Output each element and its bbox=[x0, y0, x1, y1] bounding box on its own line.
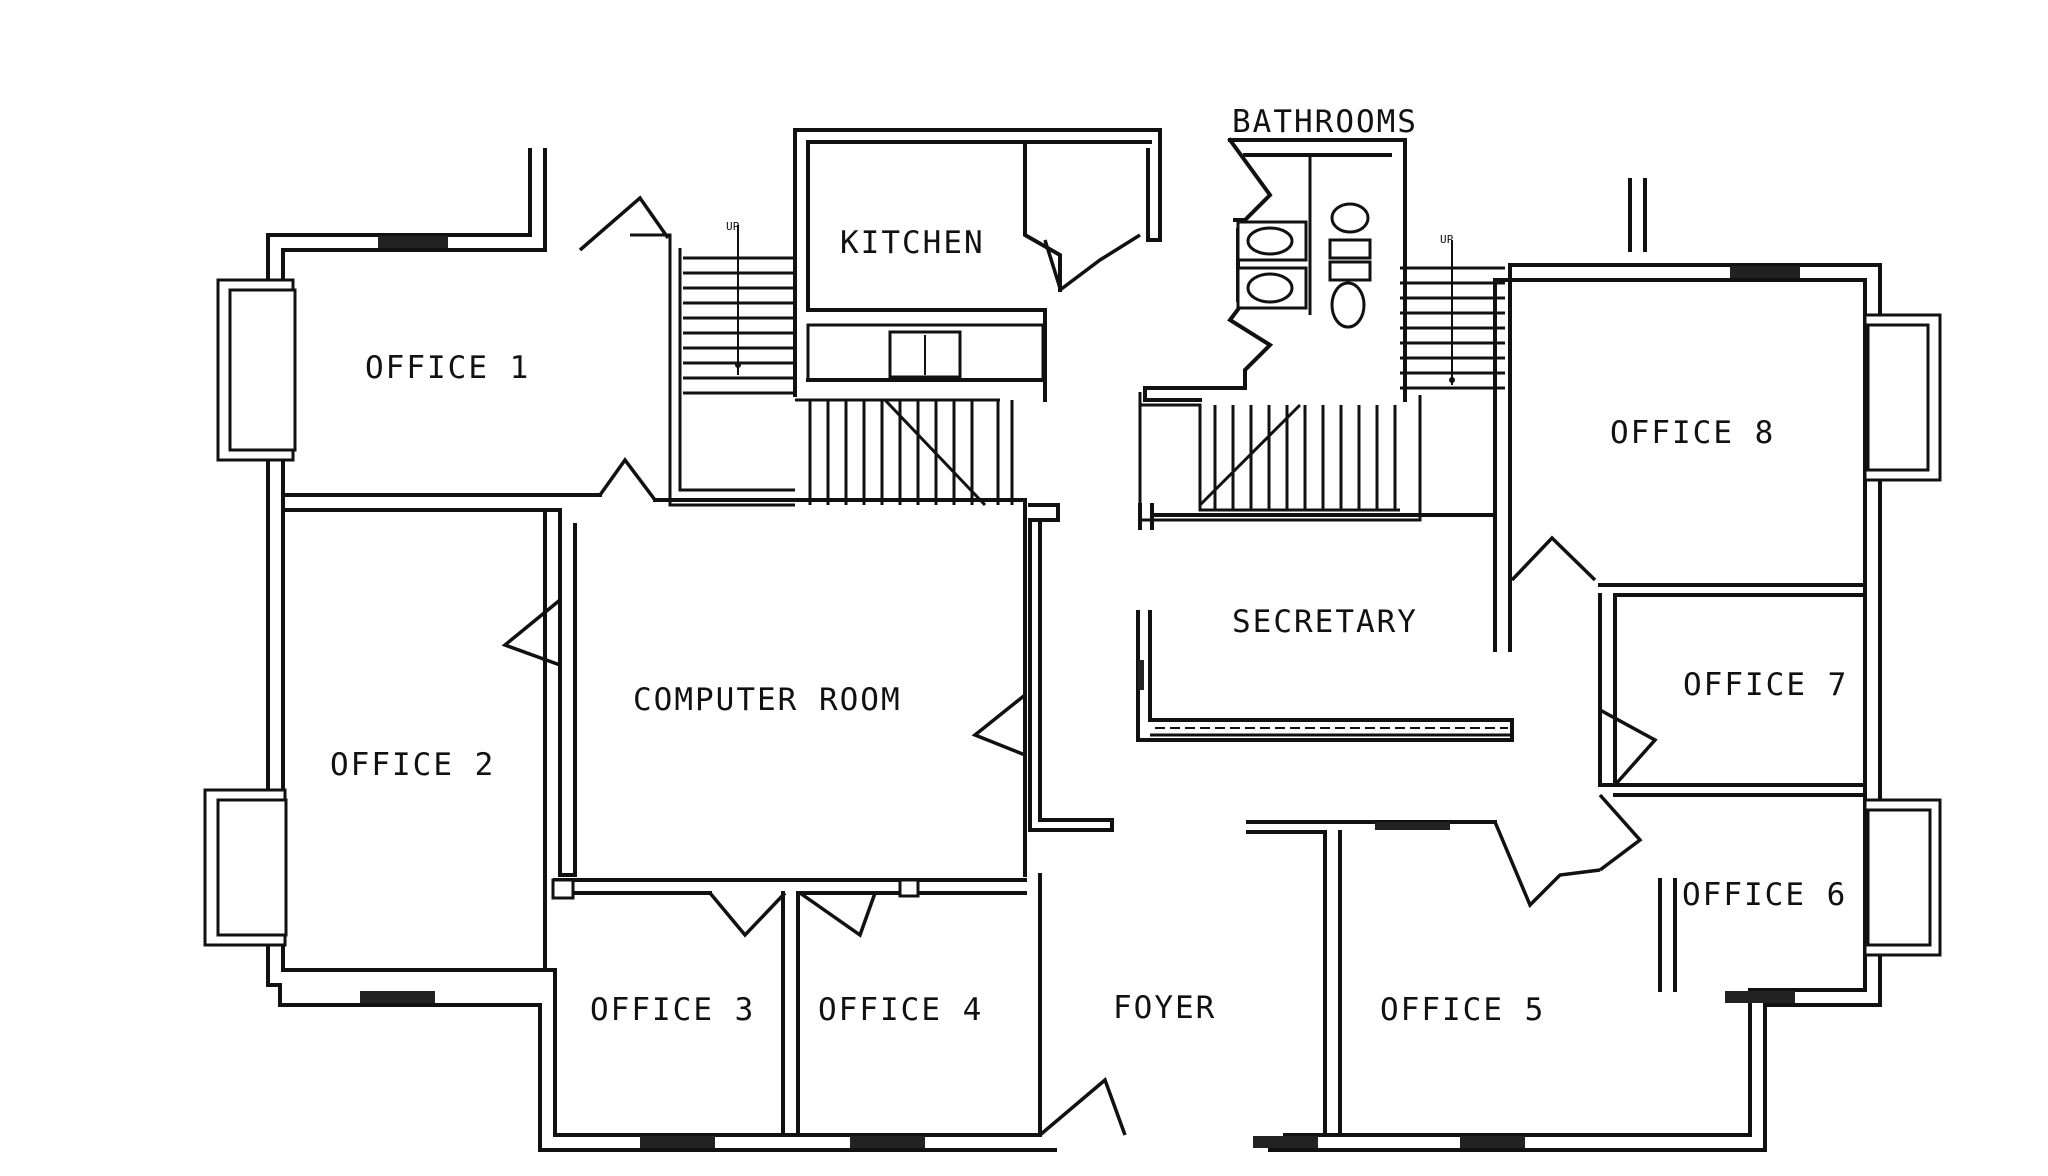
label-office-3: OFFICE 3 bbox=[590, 992, 755, 1028]
doors bbox=[501, 195, 1658, 1137]
label-bathrooms: BATHROOMS bbox=[1232, 104, 1418, 140]
label-office-4: OFFICE 4 bbox=[818, 992, 983, 1028]
secretary-counter bbox=[1138, 660, 1510, 737]
label-kitchen: KITCHEN bbox=[840, 225, 985, 261]
right-stairs bbox=[1198, 240, 1505, 510]
kitchen-fixtures bbox=[806, 323, 1045, 382]
wall-windows bbox=[360, 236, 1800, 1148]
label-stair-up-left: UP bbox=[726, 220, 740, 233]
room-labels: BATHROOMS KITCHEN OFFICE 1 OFFICE 2 OFFI… bbox=[330, 104, 1848, 1028]
label-office-7: OFFICE 7 bbox=[1683, 667, 1848, 703]
label-office-1: OFFICE 1 bbox=[365, 350, 530, 386]
label-office-2: OFFICE 2 bbox=[330, 747, 495, 783]
column-markers bbox=[551, 878, 920, 900]
bay-windows bbox=[203, 278, 1942, 957]
label-office-8: OFFICE 8 bbox=[1610, 415, 1775, 451]
label-office-5: OFFICE 5 bbox=[1380, 992, 1545, 1028]
left-stairs bbox=[683, 225, 1014, 507]
label-stair-up-right: UP bbox=[1440, 233, 1454, 246]
label-computer-room: COMPUTER ROOM bbox=[633, 682, 902, 718]
label-foyer: FOYER bbox=[1113, 990, 1216, 1026]
bathroom-fixtures bbox=[1236, 155, 1372, 329]
exterior-walls bbox=[266, 128, 1882, 1152]
label-secretary: SECRETARY bbox=[1232, 604, 1418, 640]
label-office-6: OFFICE 6 bbox=[1682, 877, 1847, 913]
